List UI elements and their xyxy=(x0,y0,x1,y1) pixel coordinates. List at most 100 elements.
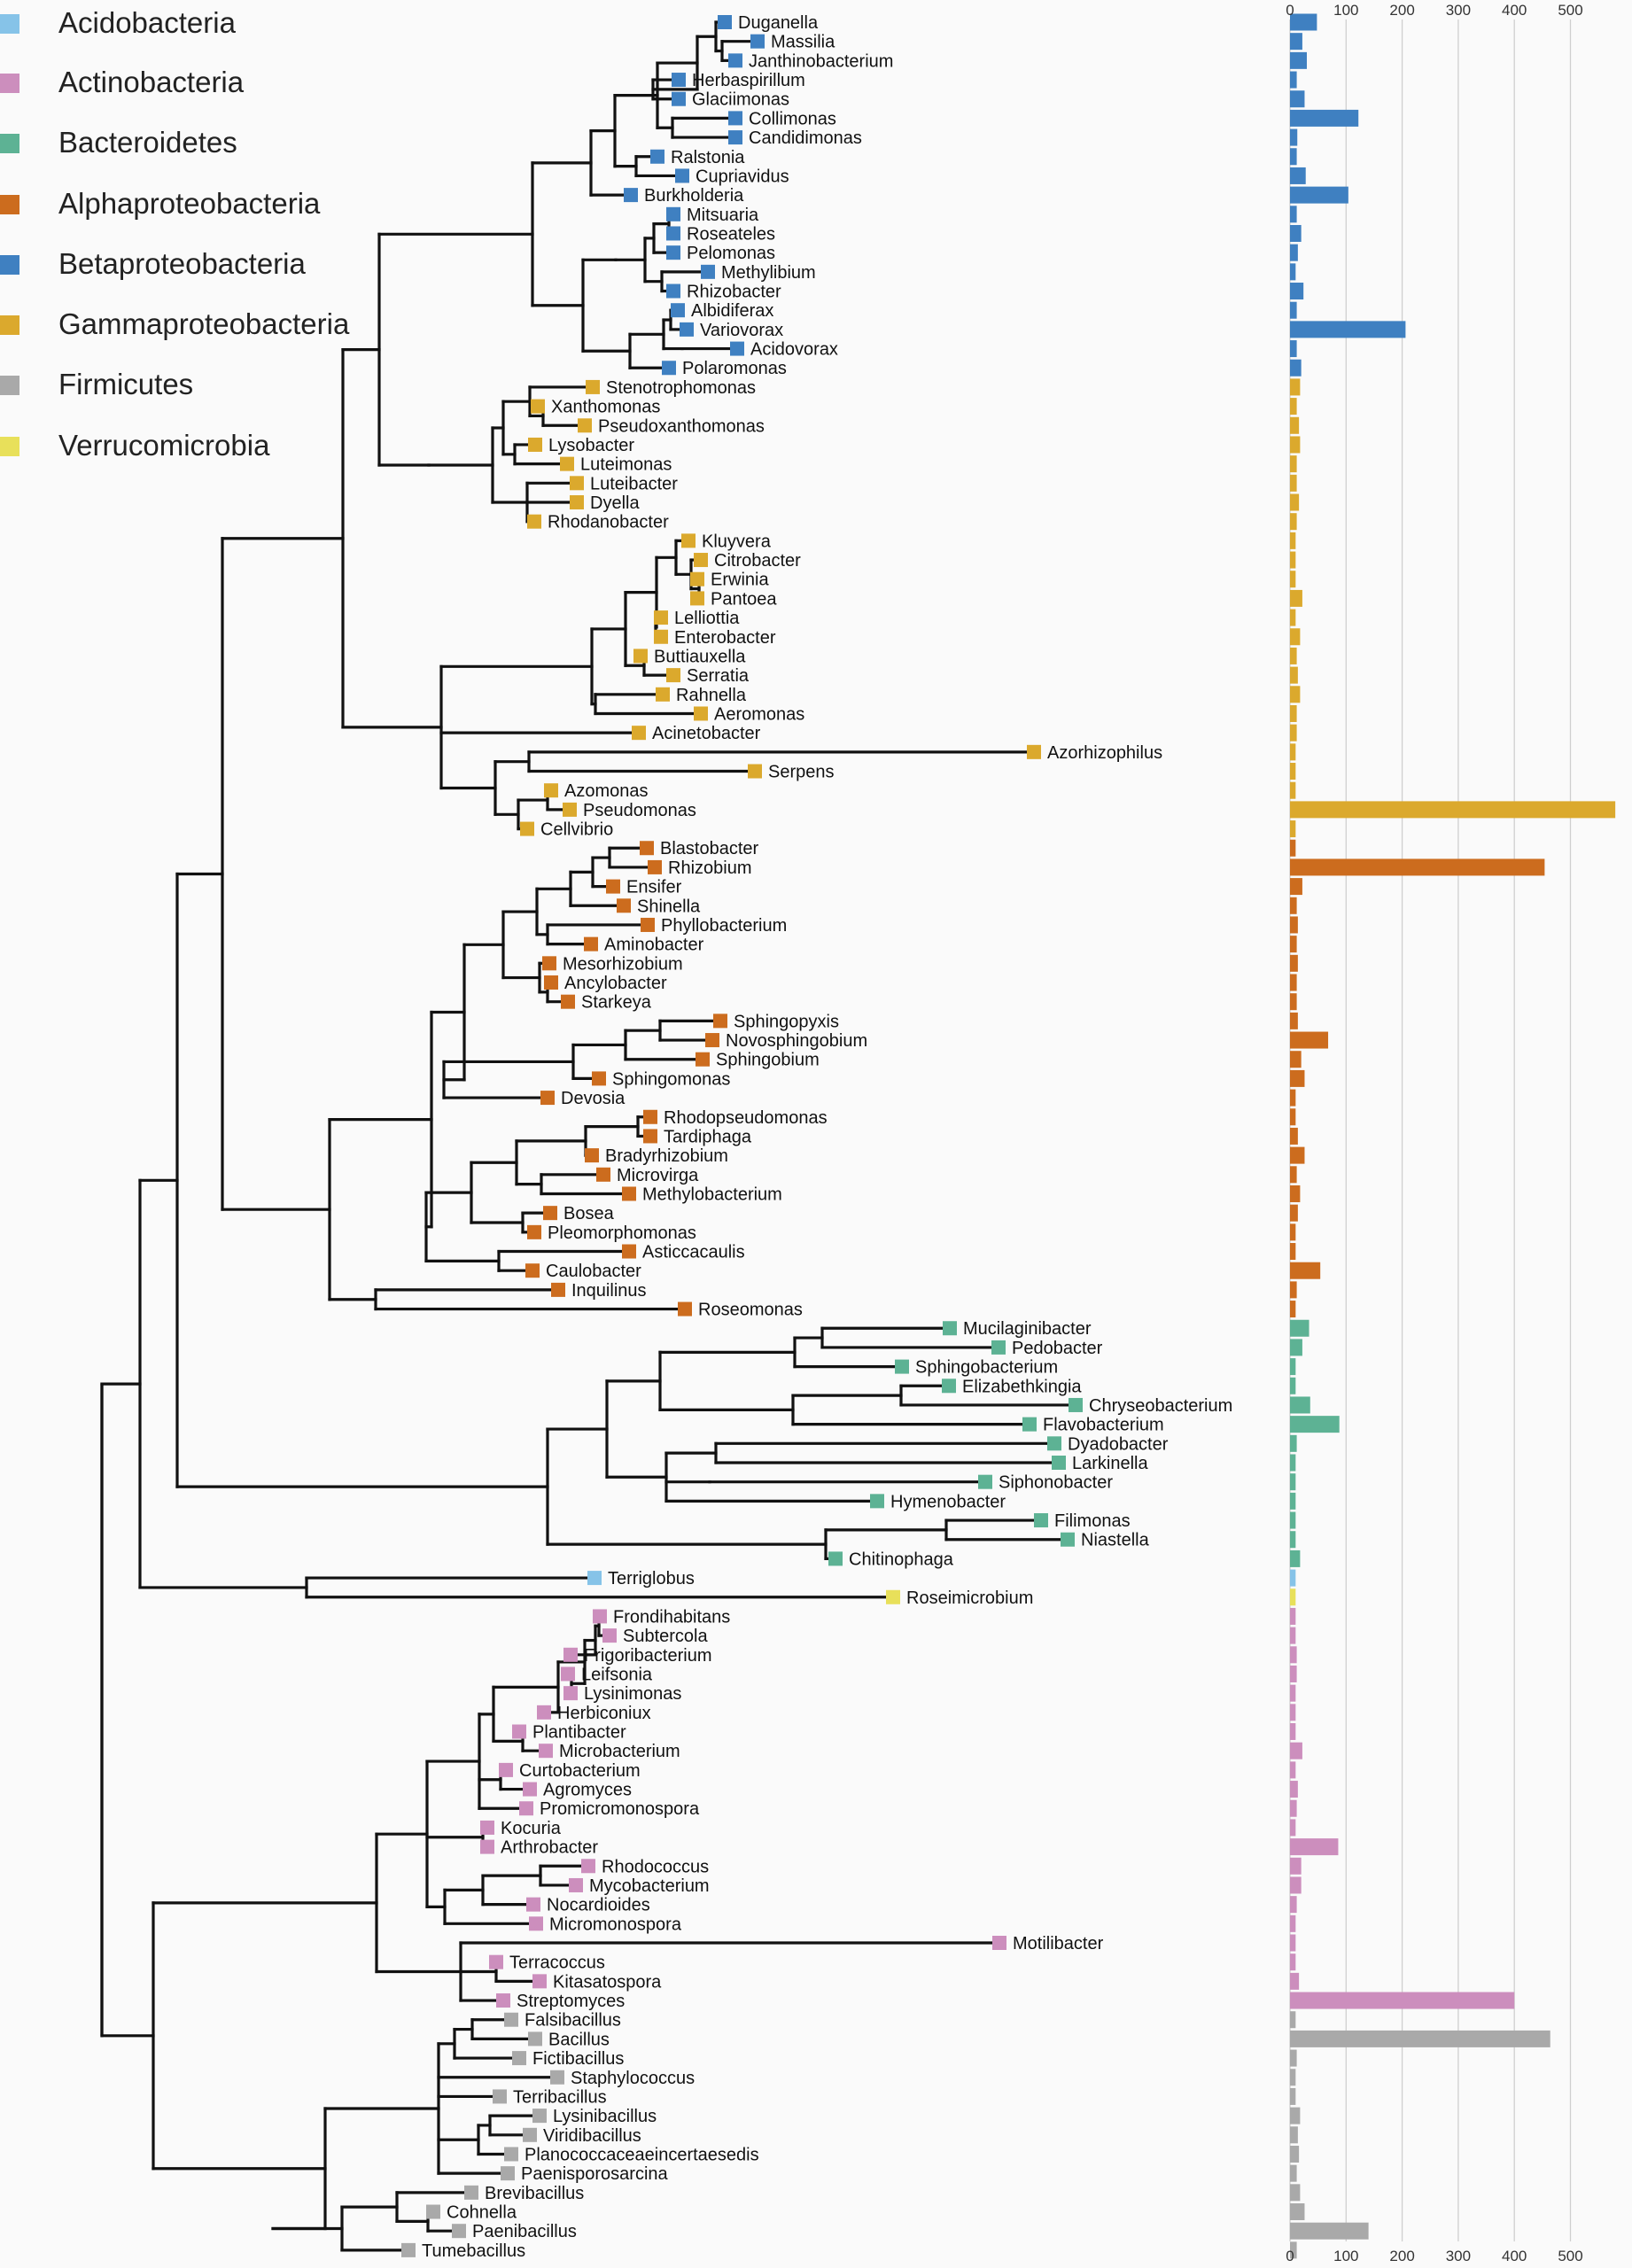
leaf-label: Sphingobium xyxy=(716,1051,820,1070)
legend-swatch xyxy=(0,255,19,275)
leaf-label: Promicromonospora xyxy=(540,1799,700,1819)
data-bar xyxy=(1290,1915,1296,1932)
leaf-marker xyxy=(496,1993,510,2008)
leaf-marker xyxy=(527,514,541,529)
data-bar xyxy=(1290,2087,1296,2105)
data-bar xyxy=(1290,936,1297,953)
leaf-marker xyxy=(596,1167,610,1182)
legend-swatch xyxy=(0,315,19,335)
leaf-label: Frondihabitans xyxy=(613,1607,730,1627)
data-bar xyxy=(1290,301,1297,319)
leaf-marker xyxy=(886,1589,900,1604)
data-bar xyxy=(1290,1876,1302,1894)
leaf-marker xyxy=(978,1474,992,1489)
leaf-marker xyxy=(1061,1532,1075,1547)
leaf-marker xyxy=(680,322,694,337)
leaf-marker xyxy=(499,1762,513,1777)
leaf-label: Cellvibrio xyxy=(540,820,613,840)
leaf-marker xyxy=(654,610,668,625)
leaf-marker xyxy=(675,168,689,183)
tick-label: 300 xyxy=(1446,2248,1471,2264)
leaf-label: Blastobacter xyxy=(660,839,759,858)
data-bar xyxy=(1290,666,1298,684)
legend-swatch xyxy=(0,195,19,214)
data-bar xyxy=(1290,109,1359,127)
leaf-label: Kitasatospora xyxy=(553,1972,662,1992)
leaf-label: Luteimonas xyxy=(580,455,672,475)
data-bar xyxy=(1290,1607,1296,1625)
data-bar xyxy=(1290,628,1301,646)
leaf-marker xyxy=(464,2185,478,2200)
leaf-label: Pantoea xyxy=(711,589,777,609)
leaf-marker xyxy=(666,206,680,221)
leaf-label: Viridibacillus xyxy=(543,2126,641,2146)
leaf-marker xyxy=(690,571,704,586)
leaf-marker xyxy=(540,1091,555,1106)
leaf-marker xyxy=(531,399,545,414)
leaf-marker xyxy=(1047,1436,1061,1451)
leaf-label: Inquilinus xyxy=(571,1281,647,1301)
leaf-marker xyxy=(718,15,732,29)
legend-label: Verrucomicrobia xyxy=(58,429,270,462)
leaf-marker xyxy=(501,2166,515,2181)
data-bar xyxy=(1290,2145,1300,2163)
leaf-marker xyxy=(666,245,680,260)
leaf-marker xyxy=(650,149,664,164)
leaf-marker xyxy=(480,1839,494,1854)
data-bar xyxy=(1290,1569,1296,1587)
leaf-label: Ancylobacter xyxy=(564,974,667,993)
leaf-marker xyxy=(728,111,742,126)
data-bar xyxy=(1290,1588,1296,1606)
leaf-marker xyxy=(561,994,575,1009)
data-bar xyxy=(1290,1108,1296,1126)
data-bar xyxy=(1290,974,1297,991)
data-bar xyxy=(1290,1781,1298,1798)
data-bar xyxy=(1290,513,1297,531)
data-bar xyxy=(1290,1301,1296,1318)
data-bar xyxy=(1290,1396,1310,1414)
leaf-marker xyxy=(991,1340,1006,1355)
data-bar xyxy=(1290,1358,1296,1376)
leaf-label: Pleomorphomonas xyxy=(548,1223,696,1243)
leaf-marker xyxy=(656,687,670,702)
leaf-marker xyxy=(489,1954,503,1969)
leaf-marker xyxy=(570,476,584,491)
leaf-marker xyxy=(493,2089,507,2104)
data-bar xyxy=(1290,1819,1296,1837)
data-bar xyxy=(1290,1531,1296,1549)
leaf-label: Microbacterium xyxy=(559,1742,680,1761)
legend-label: Bacteroidetes xyxy=(58,126,237,159)
data-bar xyxy=(1290,2164,1297,2182)
data-bar xyxy=(1290,954,1298,972)
data-bar xyxy=(1290,704,1297,722)
leaf-label: Cohnella xyxy=(447,2203,517,2223)
leaf-marker xyxy=(532,1974,547,1989)
data-bar xyxy=(1290,1243,1296,1261)
data-bar xyxy=(1290,1665,1297,1682)
leaf-label: Tumebacillus xyxy=(422,2241,525,2261)
data-bar xyxy=(1290,724,1297,742)
leaf-label: Aeromonas xyxy=(714,704,804,724)
data-bar xyxy=(1290,455,1297,473)
data-bar xyxy=(1290,1146,1305,1164)
leaf-label: Variovorax xyxy=(700,321,783,340)
leaf-marker xyxy=(593,1609,607,1624)
leaf-label: Streptomyces xyxy=(517,1992,625,2011)
leaf-label: Herbiconiux xyxy=(557,1704,651,1723)
leaf-label: Citrobacter xyxy=(714,551,801,571)
leaf-label: Rhodopseudomonas xyxy=(664,1108,828,1128)
leaf-label: Enterobacter xyxy=(674,628,776,648)
leaf-label: Tardiphaga xyxy=(664,1127,752,1146)
leaf-marker xyxy=(694,553,708,568)
leaf-marker xyxy=(581,1859,595,1874)
bar-grid xyxy=(1289,19,1572,2241)
leaf-marker xyxy=(1027,744,1041,759)
legend-label: Alphaproteobacteria xyxy=(58,187,321,220)
data-bar xyxy=(1290,1319,1309,1337)
leaf-marker xyxy=(587,1571,602,1586)
leaf-label: Sphingomonas xyxy=(612,1069,730,1089)
leaf-label: Serpens xyxy=(768,763,835,782)
leaf-marker xyxy=(992,1936,1006,1950)
data-bar xyxy=(1290,378,1301,396)
leaf-label: Asticcacaulis xyxy=(642,1243,745,1262)
